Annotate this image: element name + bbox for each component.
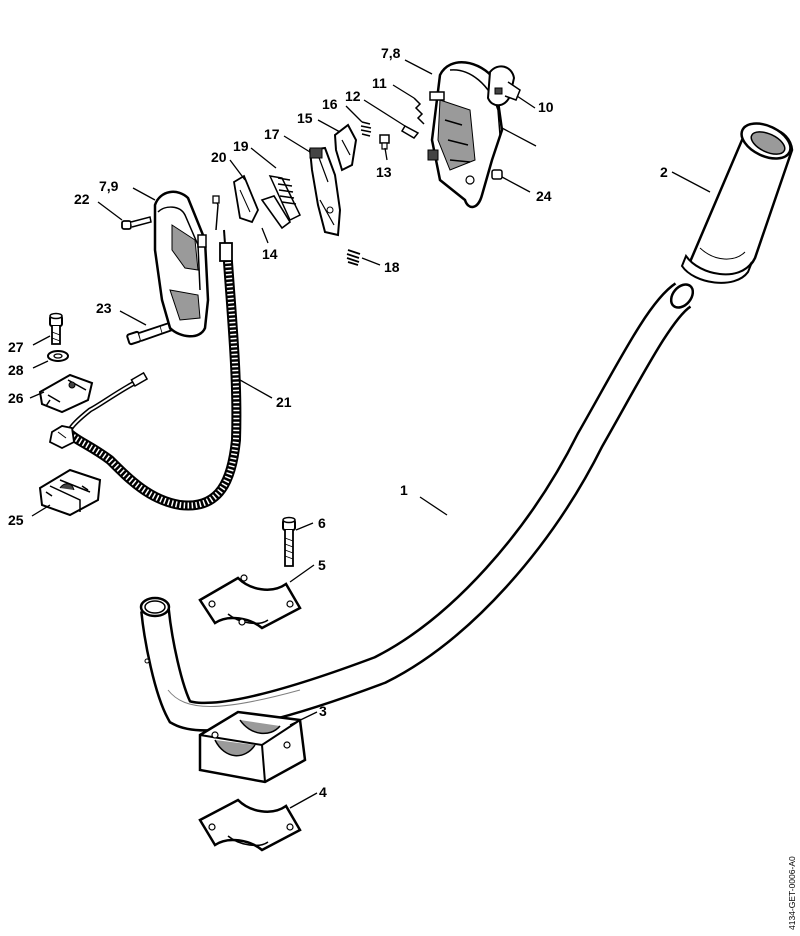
callout-11: 11: [372, 75, 387, 91]
callout-5: 5: [318, 557, 326, 573]
part-17-throttle-trigger: [308, 146, 342, 237]
callout-23: 23: [96, 300, 112, 316]
part-7-8-handle-housing-right: [427, 61, 504, 209]
part-27-screw: [49, 312, 63, 345]
part-14-interlock-lever: [260, 195, 292, 230]
callout-13: 13: [376, 164, 392, 180]
part-26-contact: [38, 373, 94, 414]
callout-7-9: 7,9: [99, 178, 119, 194]
part-1-loop-handle: [139, 282, 695, 732]
callout-3: 3: [319, 703, 327, 719]
part-25-contact-clip: [38, 468, 102, 517]
part-4-clamp-plate: [198, 798, 302, 852]
callout-10: 10: [538, 99, 554, 115]
drawing-code: 4134-GET-0006-A0: [787, 856, 797, 930]
callout-6: 6: [318, 515, 326, 531]
callout-1: 1: [400, 482, 408, 498]
part-6-screw: [282, 516, 296, 567]
part-10-knob: [486, 65, 521, 107]
part-15-lever: [333, 123, 358, 172]
part-7-9-handle-housing-left: [153, 190, 210, 338]
callout-26: 26: [8, 390, 24, 406]
callout-16: 16: [322, 96, 338, 112]
stop-switch-wire: [48, 371, 149, 450]
callout-12: 12: [345, 88, 361, 104]
callout-27: 27: [8, 339, 24, 355]
callout-17: 17: [264, 126, 280, 142]
leader-lines: [29, 59, 711, 809]
part-16-spring: [360, 121, 372, 137]
callout-20: 20: [211, 149, 227, 165]
callout-15: 15: [297, 110, 313, 126]
callout-labels: 1 2 3 4 5 6 7,8 7,9 10 11 12 13 14 15 16…: [8, 45, 668, 800]
callout-14: 14: [262, 246, 278, 262]
part-2-grip: [680, 122, 794, 284]
part-22-screw: [121, 216, 152, 230]
part-20-bracket: [233, 174, 259, 224]
callout-4: 4: [319, 784, 327, 800]
part-12-pin: [400, 125, 420, 139]
callout-25: 25: [8, 512, 24, 528]
part-5-clamp-plate: [198, 574, 302, 630]
callout-2: 2: [660, 164, 668, 180]
part-24-nut: [491, 169, 503, 180]
part-19-spring: [268, 175, 301, 222]
callout-21: 21: [276, 394, 292, 410]
callout-24: 24: [536, 188, 552, 204]
callout-19: 19: [233, 138, 249, 154]
callout-7-8: 7,8: [381, 45, 401, 61]
part-18-spring: [346, 249, 361, 266]
part-11-spring: [413, 97, 425, 125]
callout-28: 28: [8, 362, 24, 378]
part-28-washer: [47, 350, 69, 362]
part-13-screw: [379, 134, 390, 150]
callout-22: 22: [74, 191, 90, 207]
part-21-control-cable: [63, 195, 242, 511]
part-3-clamp-block: [198, 710, 307, 784]
callout-18: 18: [384, 259, 400, 275]
